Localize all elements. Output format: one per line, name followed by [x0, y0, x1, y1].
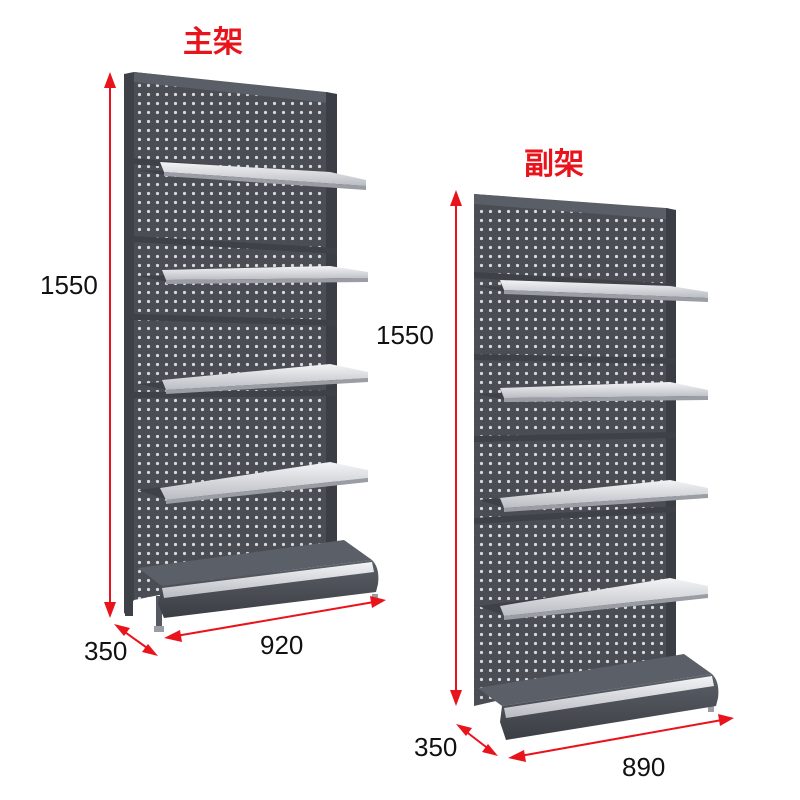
sub-rack-base [478, 654, 719, 740]
main-rack-title: 主架 [183, 25, 243, 60]
sub-width-arrow [508, 714, 734, 762]
sub-rack-title: 副架 [524, 147, 584, 182]
sub-rack-shelf-1 [478, 280, 708, 302]
sub-rack-shelf-4 [478, 578, 708, 620]
main-rack-base [138, 540, 379, 618]
sub-height-arrow [450, 190, 462, 706]
main-rack-shelf-4 [138, 462, 368, 504]
sub-height-label: 1550 [376, 320, 434, 350]
main-height-label: 1550 [40, 270, 98, 300]
main-rack-shelf-1 [138, 162, 366, 190]
sub-depth-arrow [456, 724, 498, 756]
main-width-label: 920 [260, 630, 303, 660]
sub-rack-shelf-3 [478, 480, 708, 512]
dimension-lines [104, 72, 734, 762]
main-height-arrow [104, 72, 116, 618]
sub-rack [474, 194, 719, 740]
main-depth-arrow [114, 624, 158, 656]
sub-width-label: 890 [622, 752, 665, 782]
main-width-arrow [164, 596, 386, 642]
sub-rack-frame [474, 194, 714, 712]
main-rack-shelf-2 [138, 266, 368, 284]
sub-rack-shelf-2 [478, 382, 708, 402]
sub-depth-label: 350 [414, 732, 457, 762]
main-depth-label: 350 [84, 636, 127, 666]
main-rack-shelf-3 [138, 364, 368, 394]
main-rack-frame [124, 72, 378, 632]
main-rack [124, 72, 379, 632]
